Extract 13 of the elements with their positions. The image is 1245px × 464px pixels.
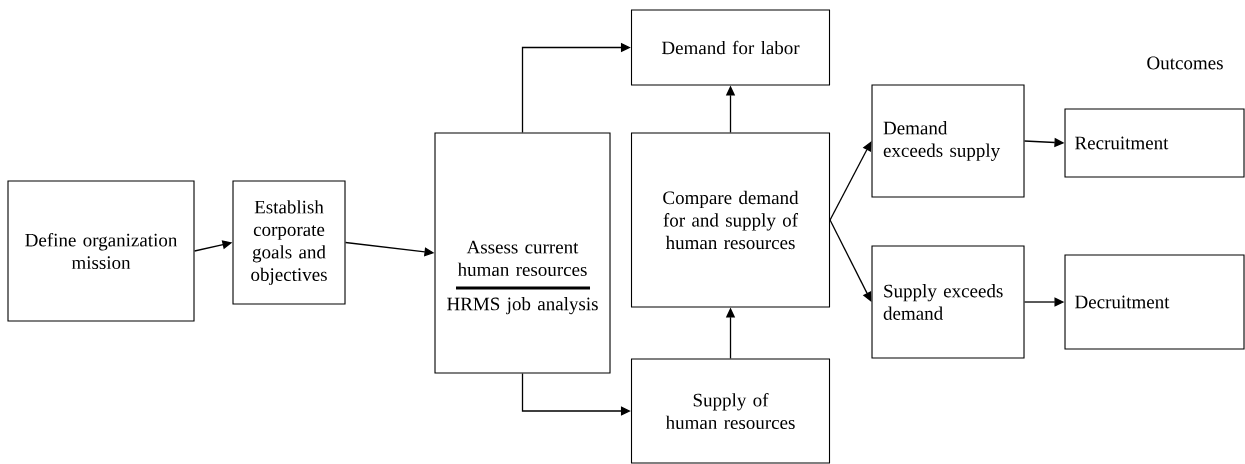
- arrow: [829, 141, 872, 221]
- heading-label: Outcomes: [1147, 56, 1223, 70]
- process-box: Demand exceeds supply: [871, 84, 1025, 198]
- process-box: Define organization mission: [7, 180, 195, 322]
- process-box: Recruitment: [1064, 108, 1245, 178]
- arrow: [829, 219, 872, 302]
- process-box: Assess current human resources HRMS job analysis: [434, 132, 611, 374]
- process-box: Compare demand for and supply of human resources: [630, 132, 831, 308]
- process-box: Decruitment: [1064, 254, 1245, 350]
- process-box: Establish corporate goals and objectives: [232, 180, 346, 305]
- process-box: Demand for labor: [630, 9, 831, 86]
- process-box: Supply of human resources: [630, 358, 831, 464]
- process-box: Supply exceeds demand: [871, 245, 1025, 359]
